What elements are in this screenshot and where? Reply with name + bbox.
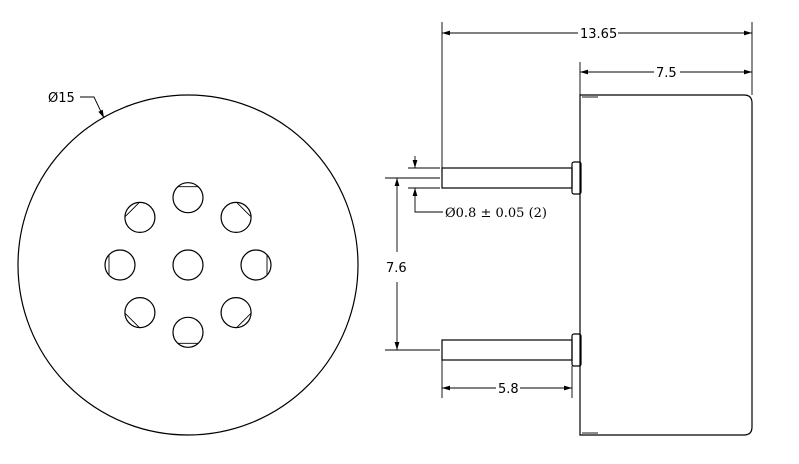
hole-chord [124,202,140,218]
pin-top [441,167,573,189]
ring-hole [124,201,156,233]
hole-chord [236,312,252,328]
pin-diameter-label: Ø0.8 ± 0.05 (2) [445,206,547,221]
pin-top-cap [571,161,582,195]
ring-hole [240,249,272,281]
overall-length-label: 13.65 [580,27,617,42]
hole-chord [236,202,252,218]
ring-hole [172,316,204,348]
pin-spacing-label: 7.6 [386,261,407,276]
hole-chord [124,312,140,328]
body-outline [579,94,753,436]
outer-circle [17,94,359,436]
front-view: Ø15 [17,91,359,436]
side-view: 13.65 7.5 7.6 Ø0.8 ± 0.05 (2) 5.8 [385,22,753,436]
ring-hole [124,297,156,329]
center-hole [172,249,204,281]
diameter-leader [80,96,105,119]
body-length-label: 7.5 [656,66,677,81]
ring-hole [220,297,252,329]
pin-bottom [441,339,573,361]
outer-diameter-label: Ø15 [48,91,75,106]
pin-length-label: 5.8 [498,382,519,397]
ring-hole [220,201,252,233]
ring-hole [172,182,204,214]
sound-holes [104,182,272,348]
pin-bottom-cap [571,333,582,367]
ring-hole [104,249,136,281]
